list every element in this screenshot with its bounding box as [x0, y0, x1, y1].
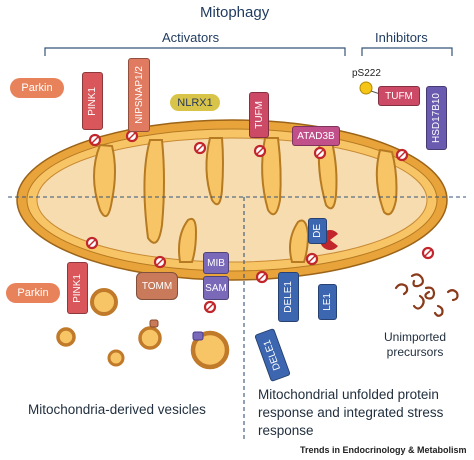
- ubiquitin-slashes: [88, 132, 432, 311]
- dele1-fragment: LE1: [318, 284, 337, 320]
- tufm-activator: TUFM: [249, 92, 269, 138]
- phospho-dot: [359, 81, 373, 95]
- atad3b-protein: ATAD3B: [292, 126, 340, 146]
- hsd17b10-protein: HSD17B10: [426, 86, 447, 150]
- sam-tag: [192, 331, 204, 341]
- tomm-complex: TOMM: [136, 272, 178, 300]
- unimported-precursors: [394, 273, 459, 317]
- uipr-caption: Mitochondrial unfolded protein response …: [258, 387, 444, 438]
- activators-bracket: [44, 47, 346, 56]
- inhibitors-bracket: [361, 47, 453, 56]
- tomm-tag: [149, 319, 159, 328]
- unimported-precursors-label: Unimported precursors: [383, 330, 447, 359]
- mdv-caption: Mitochondria-derived vesicles: [28, 402, 206, 417]
- page-title: Mitophagy: [200, 4, 270, 21]
- journal-credit: Trends in Endocrinology & Metabolism: [300, 445, 467, 455]
- activators-label: Activators: [162, 30, 220, 45]
- vesicle: [190, 330, 230, 370]
- dele1-outer-membrane: DELE1: [278, 272, 299, 322]
- pink1-bottom: PINK1: [67, 262, 88, 314]
- nlrx1-protein: NLRX1: [170, 94, 220, 111]
- dele1-matrix: DE: [308, 218, 327, 244]
- inhibitors-label: Inhibitors: [375, 30, 428, 45]
- parkin-top: Parkin: [10, 78, 64, 98]
- vesicle: [107, 349, 125, 367]
- ps222-label: pS222: [352, 68, 381, 79]
- nipsnap-protein: NIPSNAP1/2: [128, 58, 150, 132]
- sam-complex: SAM: [203, 276, 229, 300]
- cristae: [93, 137, 398, 263]
- parkin-bottom: Parkin: [6, 283, 60, 303]
- vesicle: [56, 327, 76, 347]
- mib-complex: MIB: [203, 252, 229, 274]
- pink1-top: PINK1: [82, 72, 103, 130]
- vesicle: [90, 288, 118, 316]
- vesicle: [138, 326, 162, 350]
- tufm-inhibitor: TUFM: [378, 86, 420, 106]
- vesicles: [56, 288, 230, 370]
